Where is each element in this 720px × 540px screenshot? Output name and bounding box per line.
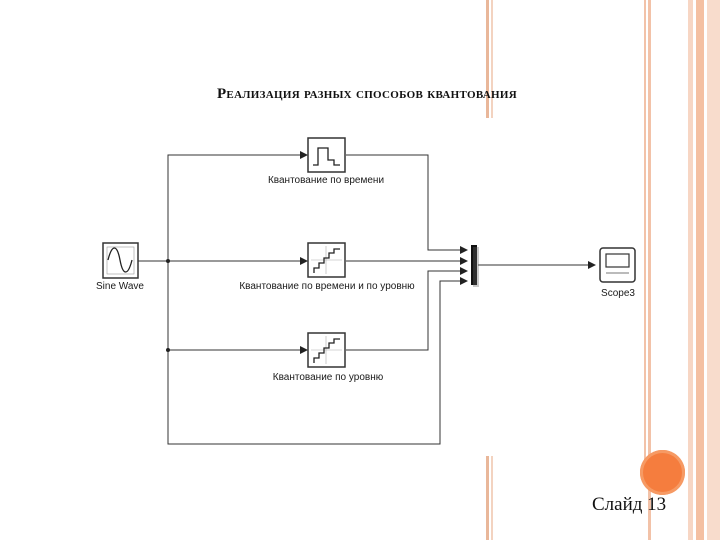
sine-wave-label: Sine Wave [96, 281, 144, 292]
staircase-icon [313, 248, 340, 273]
quant-level-label: Квантование по уровню [273, 372, 384, 383]
line-sine-to-quant-time [167, 151, 308, 261]
decor-stripe [491, 0, 493, 118]
accent-circle [640, 450, 685, 495]
scope-label: Scope3 [601, 288, 635, 299]
signal-lines [138, 151, 596, 445]
scope-block[interactable] [599, 247, 636, 283]
quant-time-level-block[interactable] [307, 242, 346, 278]
quant-time-level-label: Квантование по времени и по уровню [239, 281, 415, 292]
scope-screen-icon [605, 253, 630, 268]
quant-time-label: Квантование по времени [268, 175, 384, 186]
slide-number: Слайд 13 [592, 494, 667, 515]
slide-title: Реализация разных способов квантования [216, 86, 518, 102]
mux-block[interactable] [471, 245, 477, 285]
sine-wave-block[interactable] [102, 242, 139, 279]
decor-stripe [707, 0, 720, 540]
junction-dot [166, 348, 170, 352]
decor-stripe [491, 456, 493, 540]
sine-wave-icon [107, 247, 133, 273]
junction-dot [166, 259, 170, 263]
quant-time-block[interactable] [307, 137, 346, 173]
line-quant-level-to-mux [346, 267, 468, 351]
decor-stripe [644, 0, 646, 460]
quantizer-icon [313, 338, 340, 363]
decor-stripe [486, 456, 489, 540]
line-sine-to-quant-level [167, 261, 308, 354]
decor-stripe [648, 0, 651, 540]
decor-stripe [486, 0, 489, 118]
decor-stripe [688, 0, 693, 540]
line-quant-time-to-mux [346, 154, 468, 254]
decor-stripe [696, 0, 704, 540]
quant-level-block[interactable] [307, 332, 346, 368]
line-sine-to-mux [167, 277, 468, 445]
zero-order-hold-icon [313, 147, 340, 166]
